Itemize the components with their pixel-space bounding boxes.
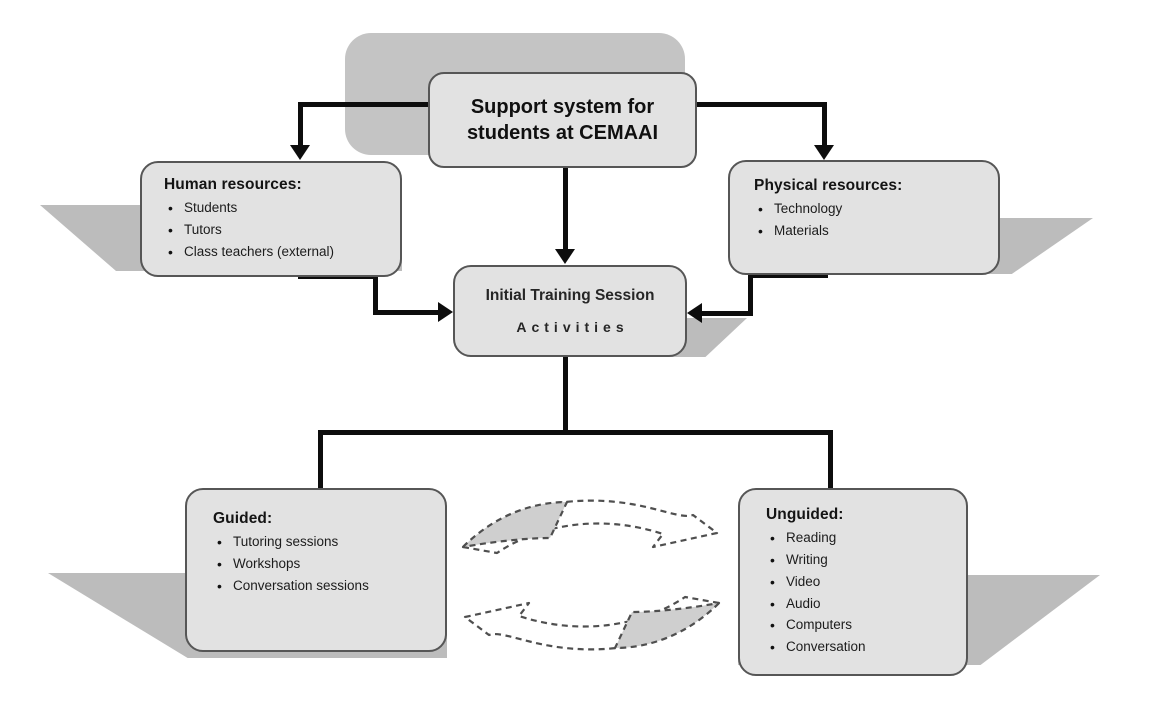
list-item: Tutors (168, 219, 392, 242)
arrowhead-to-physical (814, 145, 834, 160)
training-box-title: Initial Training Session (485, 287, 655, 304)
connector-physical-to-training-seg2 (748, 273, 753, 315)
list-item: Materials (758, 220, 990, 243)
list-item: Computers (770, 614, 958, 637)
connector-split-bar (318, 430, 833, 435)
guided-header: Guided: (213, 510, 273, 527)
arrowhead-to-human (290, 145, 310, 160)
title-line1: Support system for (470, 96, 655, 118)
physical-resources-box: Physical resources: TechnologyMaterials (728, 160, 1000, 275)
guided-box: Guided: Tutoring sessionsWorkshopsConver… (185, 488, 447, 652)
list-item: Video (770, 571, 958, 594)
connector-drop-to-guided (318, 430, 323, 488)
arrowhead-to-training-top (555, 249, 575, 264)
list-item: Students (168, 197, 392, 220)
list-item: Conversation (770, 636, 958, 659)
list-item: Tutoring sessions (217, 531, 437, 554)
physical-resources-list: TechnologyMaterials (754, 198, 990, 242)
unguided-list: ReadingWritingVideoAudioComputersConvers… (766, 527, 958, 659)
connector-title-to-physical-vertical (822, 102, 827, 146)
arrowhead-to-training-left (438, 302, 453, 322)
list-item: Class teachers (external) (168, 241, 392, 264)
connector-title-to-human-vertical (298, 102, 303, 146)
initial-training-session-box: Initial Training Session Activities (453, 265, 687, 357)
connector-physical-to-training-seg1 (748, 273, 828, 278)
list-item: Conversation sessions (217, 575, 437, 598)
connector-human-to-training-seg3 (373, 310, 439, 315)
human-resources-box: Human resources: StudentsTutorsClass tea… (140, 161, 402, 277)
title-box: Support system for students at CEMAAI (428, 72, 697, 168)
guided-list: Tutoring sessionsWorkshopsConversation s… (213, 531, 437, 597)
cycle-arrows-icon (461, 499, 721, 651)
list-item: Writing (770, 549, 958, 572)
list-item: Audio (770, 593, 958, 616)
physical-resources-header: Physical resources: (754, 177, 903, 194)
connector-training-down-vertical (563, 355, 568, 435)
connector-physical-to-training-seg3 (702, 311, 753, 316)
connector-title-to-training-vertical (563, 166, 568, 250)
unguided-header: Unguided: (766, 506, 844, 523)
human-resources-list: StudentsTutorsClass teachers (external) (164, 197, 392, 263)
list-item: Reading (770, 527, 958, 550)
list-item: Technology (758, 198, 990, 221)
list-item: Workshops (217, 553, 437, 576)
training-box-subtitle: Activities (516, 319, 629, 335)
connector-drop-to-unguided (828, 430, 833, 488)
connector-human-to-training-seg2 (373, 274, 378, 315)
title-line2: students at CEMAAI (466, 122, 659, 144)
human-resources-header: Human resources: (164, 176, 302, 193)
unguided-box: Unguided: ReadingWritingVideoAudioComput… (738, 488, 968, 676)
connector-title-to-human-horizontal (298, 102, 429, 107)
arrowhead-to-training-right (687, 303, 702, 323)
connector-title-to-physical-horizontal (695, 102, 827, 107)
